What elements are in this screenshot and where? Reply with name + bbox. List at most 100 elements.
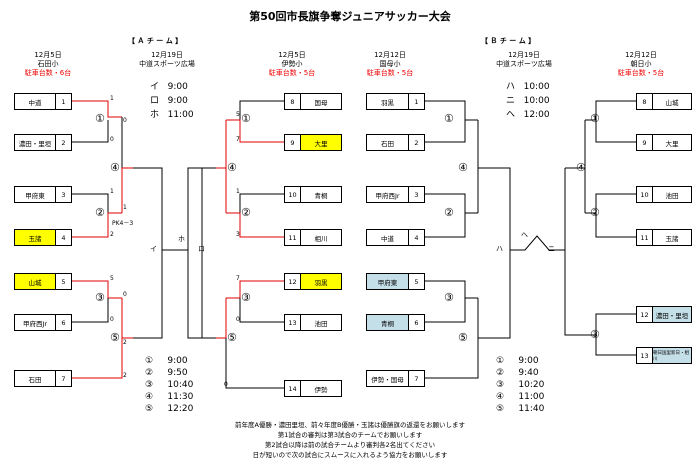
b-schedule: ① 9:00 ② 9:40 ③ 10:20 ④ 11:00 ⑤ 11:40 [496,356,545,414]
match-number: ④ [227,161,237,174]
score: 7 [236,136,240,143]
line-a7 [72,338,123,379]
pk-score: PK4－3 [112,220,134,227]
bracket-he: ヘ [521,231,528,239]
b-mid-schedule-2: ヘ 12:00 [506,110,550,120]
line-b3 [425,193,466,213]
line-a4 [72,212,122,238]
score: 7 [236,275,240,282]
line-a11 [226,212,284,238]
match-number: ⑤ [458,331,468,344]
line-a2 [72,120,109,143]
score: 2 [123,372,127,379]
line-b5 [425,280,466,298]
score: 3 [236,231,240,238]
line-a8 [239,100,284,120]
score: 1 [236,188,240,195]
b-mid-schedule-1: ニ 10:00 [506,96,550,106]
line-ar-m4 [216,120,227,169]
b-mid-schedule-0: ハ 10:00 [506,82,550,92]
bracket-ha: ハ [496,245,503,253]
bracket-ro: ロ [198,245,205,253]
match-number: ④ [576,161,586,174]
match-number: ② [590,206,600,219]
score: 0 [110,316,114,323]
note-4: 日が短いので次の試合にスムースに入れるよう協力をお願いします [252,451,448,459]
line-a14 [225,338,284,389]
score: 0 [123,291,127,298]
line-a12 [226,280,284,299]
line-b8 [595,100,636,120]
line-a-ro [187,167,203,339]
line-a13 [239,298,284,323]
line-b4 [425,212,478,238]
bracket-ho: ホ [178,235,185,243]
match-number: ③ [444,291,454,304]
match-number: ① [241,112,251,125]
line-a5 [72,280,122,299]
match-number: ⑤ [110,331,120,344]
line-b7 [425,338,479,379]
header-a-right: 12月5日伊勢小駐車台数・5台 [268,51,316,77]
match-number: ② [95,206,105,219]
line-b9 [585,119,636,143]
line-a-m5 [121,298,133,339]
match-number: ① [590,112,600,125]
header-b-mid: 12月19日中道スポーツ広場 [496,51,552,68]
score: 0 [110,136,114,143]
line-b2 [425,119,478,143]
score: 5 [236,111,240,118]
line-a-i [133,167,163,250]
match-number: ③ [241,291,251,304]
score: 2 [123,339,127,346]
score: 5 [110,275,114,282]
line-a-m4b [121,167,133,213]
line-b12 [595,313,636,335]
line-b6 [425,297,478,323]
line-b-he [510,235,565,251]
line-a-m4 [121,117,133,169]
match-number: ① [95,112,105,125]
page-title: 第50回市長旗争奪ジュニアサッカー大会 [249,10,451,23]
match-number: ① [444,112,454,125]
line-ar-m5 [216,298,227,339]
line-b11 [585,212,636,238]
line-b-ni [564,168,575,336]
line-b-m4 [477,120,489,213]
match-number: ③ [590,328,600,341]
header-b-right: 12月12日朝日小駐車台数・5台 [617,51,665,77]
note-1: 前年度A優勝・濃田里垣、前々年度B優勝・玉諸は優勝旗の返還をお願いします [235,421,465,429]
score: 0 [236,316,240,323]
line-b1 [425,100,466,120]
score: 1 [110,95,114,102]
note-3: 第2試合以降は前の試合チームより審判各2名出てください [264,441,436,449]
line-a-i2 [133,249,176,339]
match-number: ② [444,206,454,219]
score: 2 [110,231,114,238]
match-number: ③ [95,291,105,304]
line-b-ha [489,167,511,339]
